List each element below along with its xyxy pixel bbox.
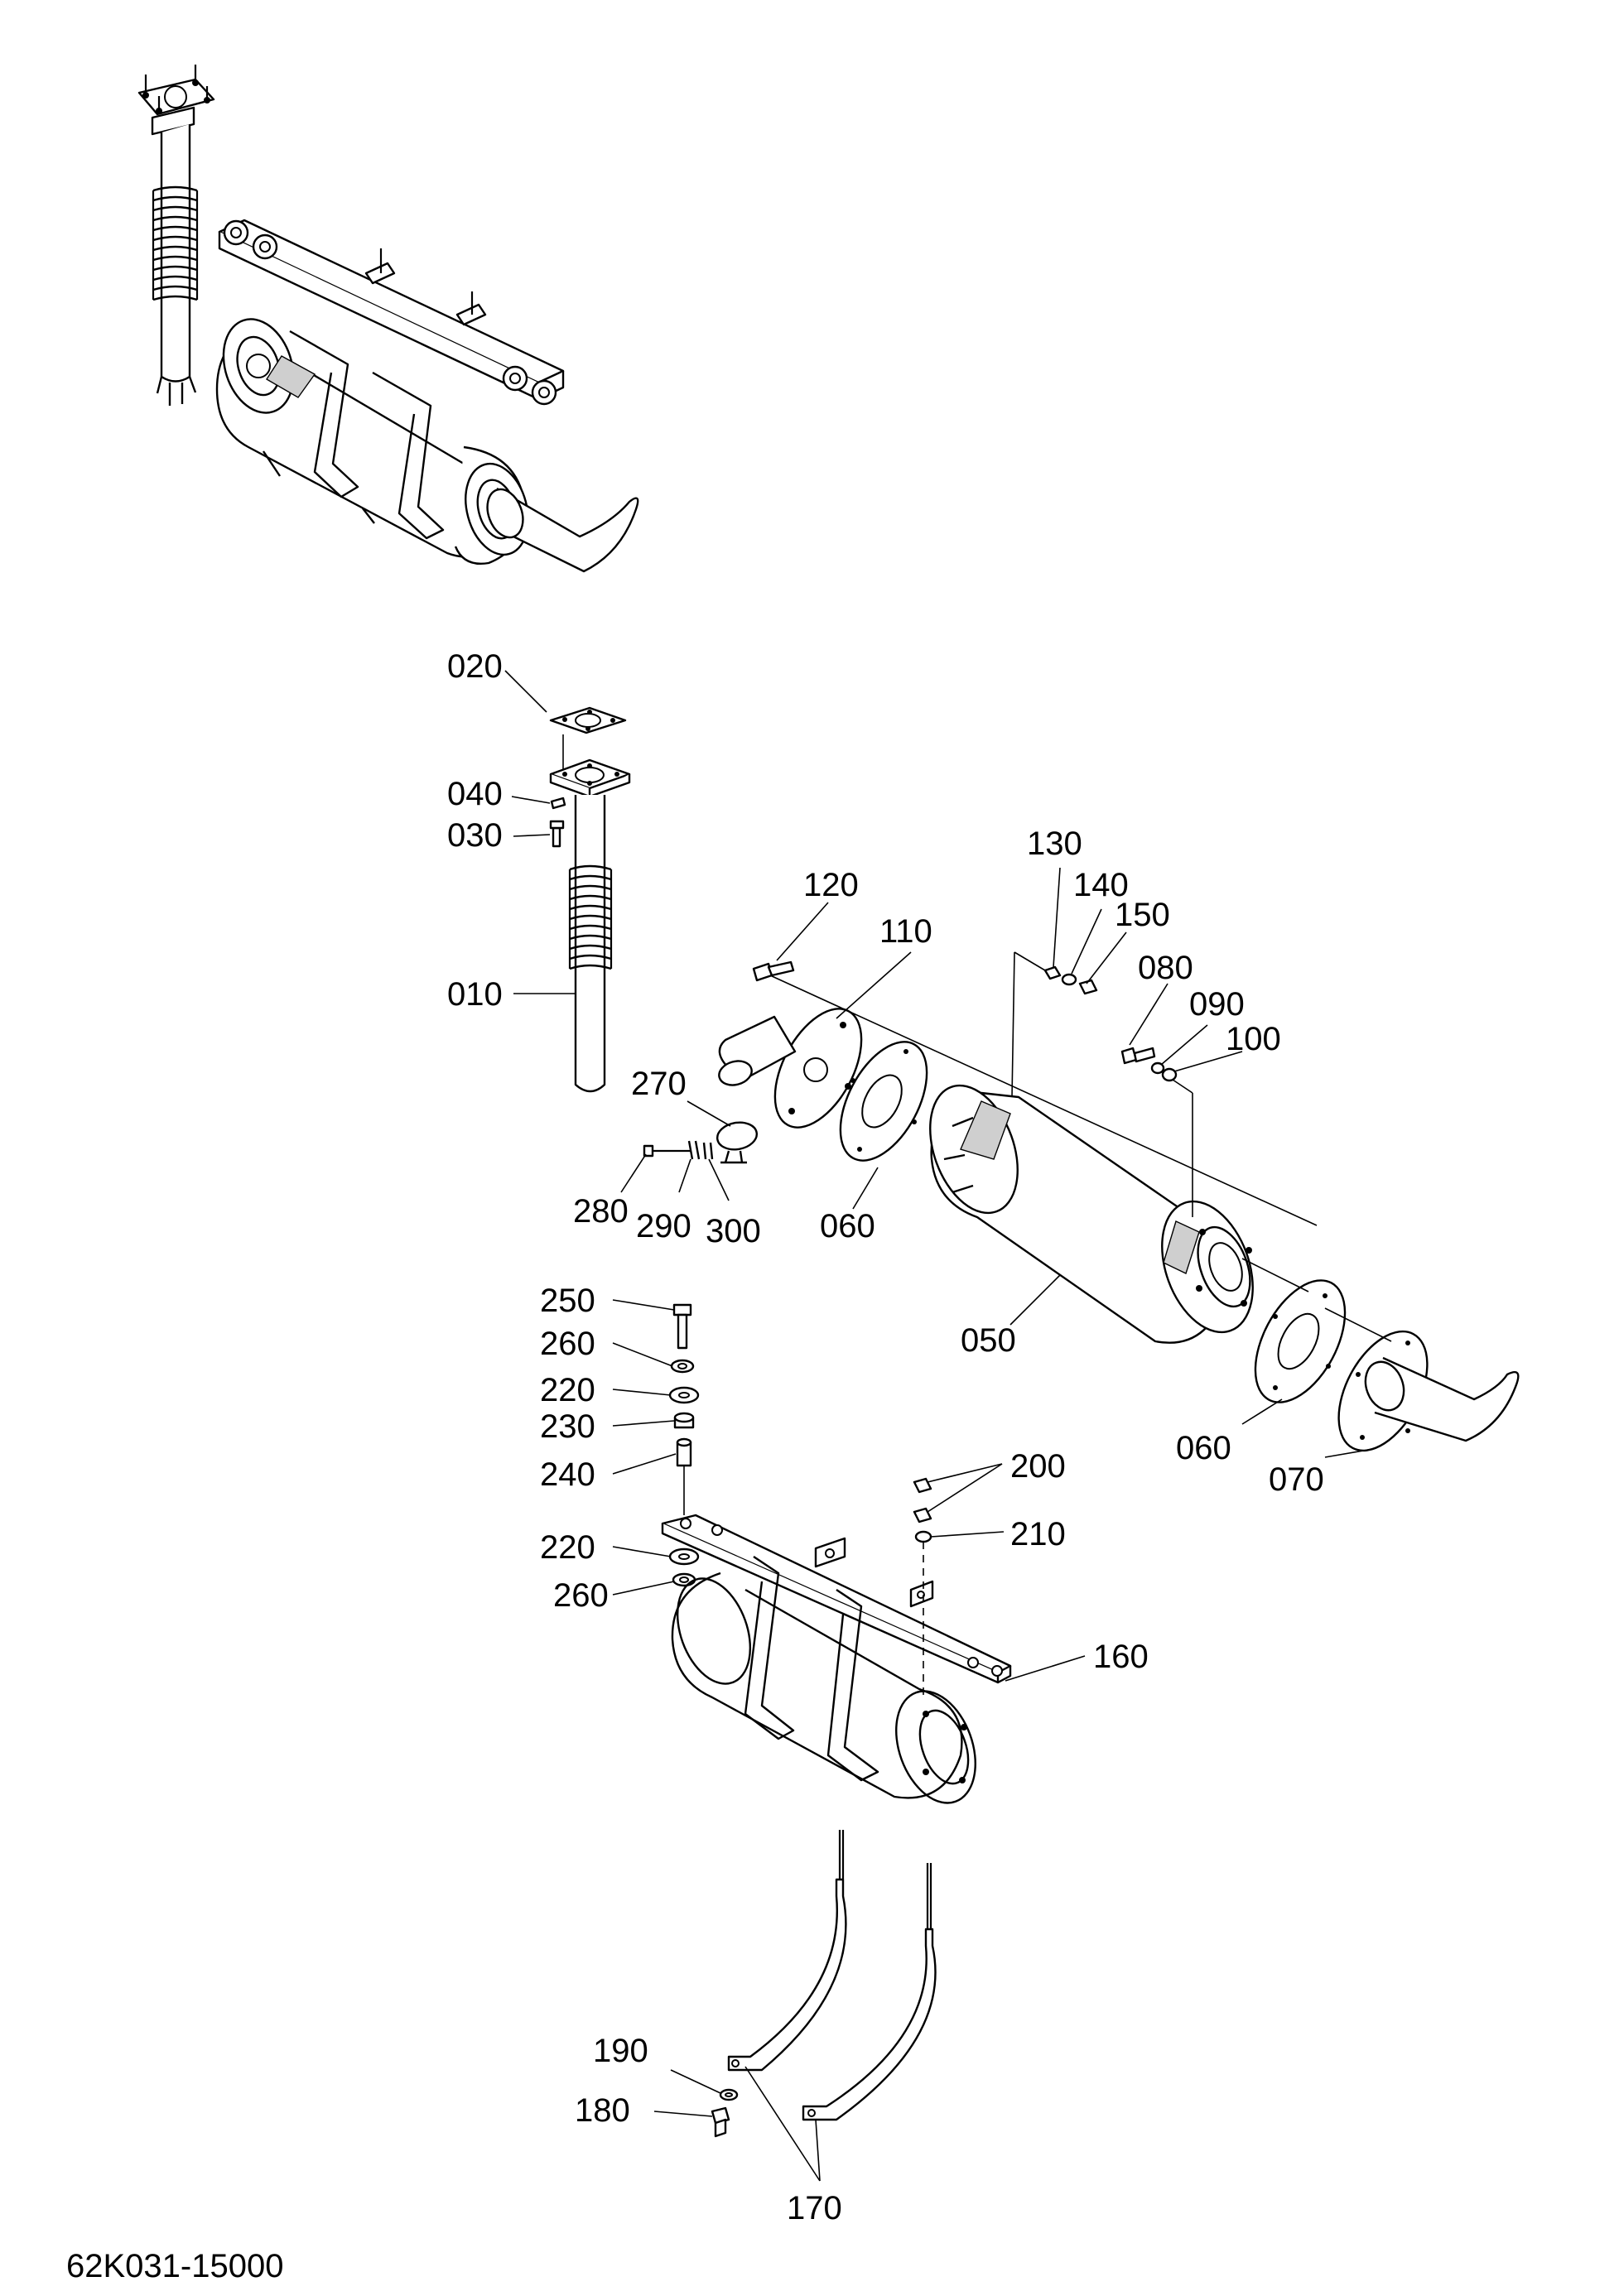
callout-180: 180: [575, 2092, 630, 2129]
callout-090: 090: [1189, 986, 1245, 1023]
callout-260-top: 260: [540, 1326, 595, 1362]
callout-270: 270: [631, 1066, 687, 1102]
callout-120: 120: [803, 867, 859, 903]
callout-210: 210: [1010, 1516, 1066, 1552]
callout-010: 010: [447, 976, 503, 1013]
pipe-010: [574, 795, 606, 1093]
exploded-inlet-group: [643, 960, 1318, 1226]
leader-lines: [504, 670, 1374, 2182]
callout-080: 080: [1138, 950, 1193, 986]
callout-100: 100: [1226, 1021, 1281, 1057]
callout-labels: 020 040 030 010 120 110 130 140 150 080 …: [447, 648, 1324, 2226]
callout-280: 280: [573, 1193, 629, 1230]
callout-230: 230: [540, 1408, 595, 1445]
callout-160: 160: [1093, 1639, 1149, 1675]
callout-290: 290: [636, 1208, 691, 1244]
callout-190: 190: [593, 2033, 648, 2069]
callout-170: 170: [787, 2190, 842, 2226]
callout-060-right: 060: [1176, 1430, 1231, 1466]
callout-300: 300: [706, 1213, 761, 1249]
exploded-muffler-group: [929, 951, 1520, 1452]
callout-260-bottom: 260: [553, 1577, 609, 1614]
callout-130: 130: [1027, 826, 1082, 862]
callout-070: 070: [1269, 1461, 1324, 1498]
assembly-overview: [137, 65, 639, 573]
callout-060-left: 060: [820, 1208, 875, 1244]
callout-200: 200: [1010, 1448, 1066, 1485]
drawing-code: 62K031-15000: [66, 2248, 283, 2284]
callout-220-top: 220: [540, 1372, 595, 1408]
exploded-pipe-group: [549, 706, 631, 1093]
callout-110: 110: [879, 913, 932, 950]
callout-240: 240: [540, 1456, 595, 1493]
callout-140: 140: [1073, 867, 1129, 903]
callout-030: 030: [447, 817, 503, 854]
callout-250: 250: [540, 1283, 595, 1319]
callout-040: 040: [447, 776, 503, 812]
callout-220-bottom: 220: [540, 1529, 595, 1566]
callout-050: 050: [961, 1322, 1016, 1359]
callout-020: 020: [447, 648, 503, 685]
callout-150: 150: [1115, 897, 1170, 933]
exploded-bracket-group: [661, 1303, 1012, 2138]
